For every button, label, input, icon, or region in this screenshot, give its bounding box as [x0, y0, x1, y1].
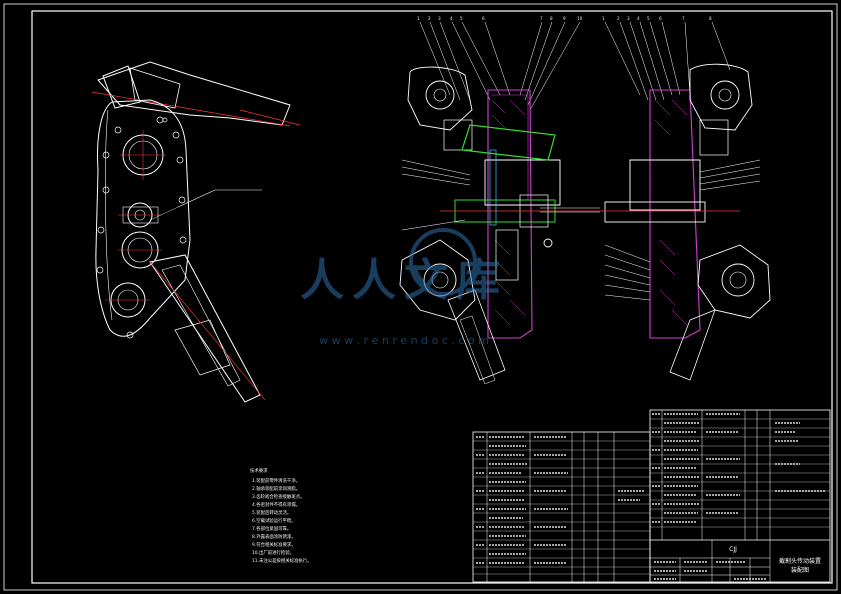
svg-text:1: 1: [417, 16, 420, 21]
boom-side-view: [91, 61, 301, 403]
tech-note-5: 5.装配后转动灵活。: [252, 509, 291, 516]
watermark-logo-icon: [409, 228, 477, 296]
svg-text:5: 5: [460, 16, 463, 21]
svg-text:6: 6: [659, 16, 662, 21]
svg-text:8: 8: [709, 16, 712, 21]
outer-frame: [3, 3, 838, 591]
title-block-code: CJJ: [729, 546, 737, 553]
title-block-name-line2: 装配图: [791, 566, 809, 574]
svg-text:3: 3: [438, 16, 441, 21]
tech-note-10: 10.出厂前进行检验。: [252, 549, 294, 556]
section-view-left: 1 2 3 4 5 6 7 8 9 10: [399, 16, 600, 385]
svg-text:2: 2: [428, 16, 431, 21]
tech-note-8: 8.外露表面涂防锈漆。: [252, 533, 296, 540]
tech-note-1: 1.装配前零件清洗干净。: [252, 477, 300, 484]
tech-note-7: 7.各部位紧固可靠。: [252, 525, 291, 532]
svg-text:8: 8: [550, 16, 553, 21]
tech-note-3: 3.齿轮啮合检查接触斑点。: [252, 493, 305, 500]
section-view-right: 1 2 3 4 5 6 7 8: [600, 16, 771, 381]
parts-list-left: [472, 431, 651, 583]
svg-text:4: 4: [637, 16, 640, 21]
svg-text:3: 3: [627, 16, 630, 21]
watermark-url: w w w . r e n r e n d o c . c o m: [319, 334, 489, 347]
svg-text:9: 9: [563, 16, 566, 21]
svg-text:10: 10: [577, 16, 583, 21]
inner-frame: [31, 10, 833, 584]
svg-text:1: 1: [602, 16, 605, 21]
svg-text:6: 6: [482, 16, 485, 21]
title-block-name-line1: 截割头传动装置: [779, 557, 821, 565]
svg-text:7: 7: [682, 16, 685, 21]
tech-note-4: 4.各密封件不得有渗漏。: [252, 501, 300, 508]
svg-text:4: 4: [450, 16, 453, 21]
tech-notes: 技术要求 1.装配前零件清洗干净。 2.轴承装配前涂润滑脂。 3.齿轮啮合检查接…: [250, 467, 312, 564]
svg-text:5: 5: [647, 16, 650, 21]
tech-note-6: 6.空载试验运行平稳。: [252, 517, 296, 524]
tech-note-9: 9.符合相关标准要求。: [252, 541, 296, 548]
tech-note-11: 11.未注公差按相关标准执行。: [252, 557, 312, 564]
watermark: 人人文库 w w w . r e n r e n d o c . c o m: [300, 228, 508, 347]
watermark-text: 人人文库: [300, 255, 508, 306]
svg-text:2: 2: [617, 16, 620, 21]
parts-list-right: [649, 409, 831, 583]
svg-text:7: 7: [540, 16, 543, 21]
tech-note-2: 2.轴承装配前涂润滑脂。: [252, 485, 300, 492]
tech-notes-heading: 技术要求: [250, 467, 268, 474]
